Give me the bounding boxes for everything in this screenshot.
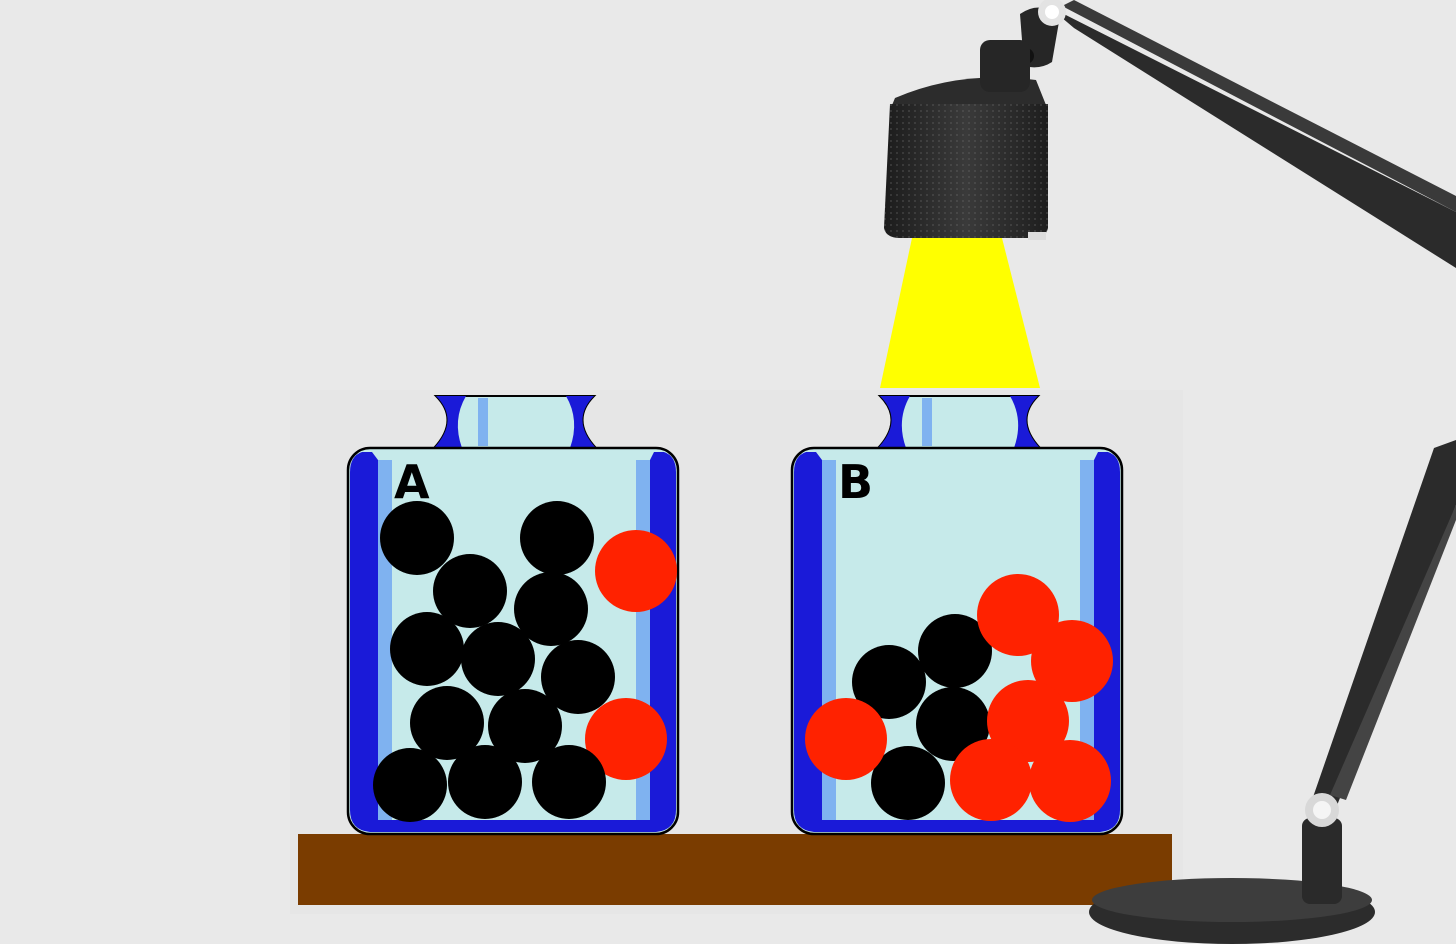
ball-red <box>1031 620 1113 702</box>
ball-red <box>950 739 1032 821</box>
ball-black <box>918 614 992 688</box>
jar-b-label: B <box>838 455 873 509</box>
ball-black <box>380 501 454 575</box>
jar-a-label: A <box>394 455 430 509</box>
ball-black <box>461 622 535 696</box>
ball-black <box>433 554 507 628</box>
ball-black <box>448 745 522 819</box>
ball-red <box>805 698 887 780</box>
jar-b: B <box>790 395 1124 836</box>
lamp-lower-arm <box>1312 440 1456 808</box>
ball-black <box>410 686 484 760</box>
ball-black <box>871 746 945 820</box>
jar-a: A <box>346 395 680 836</box>
ball-black <box>520 501 594 575</box>
lamp-upper-arm <box>1048 6 1456 268</box>
ball-black <box>541 640 615 714</box>
ball-red <box>1029 740 1111 822</box>
light-beam <box>880 238 1040 388</box>
jar-b-balls <box>805 574 1113 822</box>
ball-black <box>916 687 990 761</box>
ball-black <box>373 748 447 822</box>
ball-black <box>852 645 926 719</box>
ball-red <box>987 680 1069 762</box>
ball-red <box>595 530 677 612</box>
ball-red <box>585 698 667 780</box>
ball-black <box>532 745 606 819</box>
desk-lamp <box>884 0 1456 944</box>
ball-black <box>390 612 464 686</box>
jar-a-balls <box>373 501 677 822</box>
ball-black <box>514 572 588 646</box>
shelf <box>298 834 1172 905</box>
ball-red <box>977 574 1059 656</box>
ball-black <box>488 689 562 763</box>
